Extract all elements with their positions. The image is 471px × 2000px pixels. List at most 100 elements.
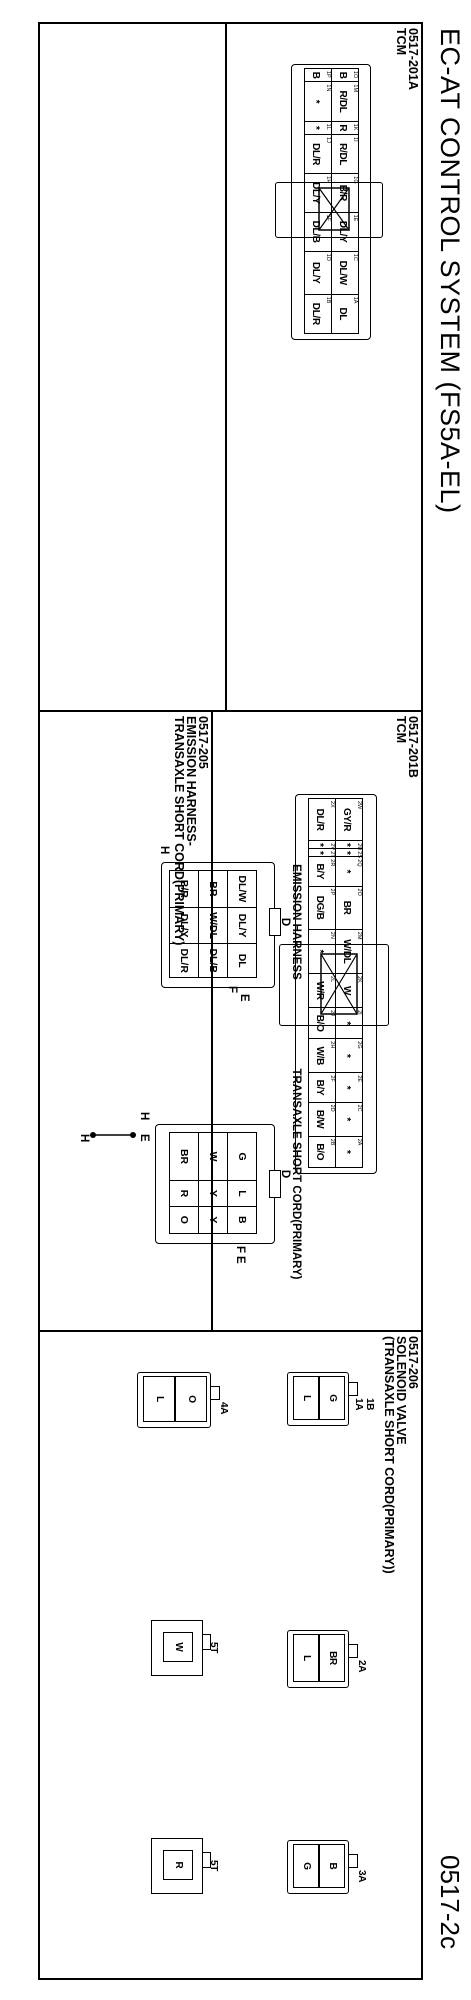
- pin-number: 2B: [329, 1138, 335, 1146]
- tcm-201b-pin-2u: 2U*: [335, 840, 363, 850]
- wire-color: *: [341, 869, 352, 874]
- solenoid-3-pin: 3A: [356, 1870, 367, 1883]
- solenoid-1-pin-a: 1A: [353, 1398, 364, 1411]
- solenoid-2-wire-2: L: [293, 1634, 319, 1682]
- connector-205-name-1: EMISSION HARNESS-: [184, 716, 198, 846]
- wire-color: R: [337, 124, 348, 132]
- solenoid-3-wire-1: B: [319, 1844, 345, 1888]
- pin-number: 2C: [356, 1104, 362, 1112]
- pin-number: 2M: [356, 931, 362, 940]
- wire-color: *: [341, 1021, 352, 1025]
- pin-number: 1D: [325, 253, 331, 261]
- transaxle-cord-wire: B: [227, 1206, 257, 1234]
- pin-number: 1L: [325, 123, 331, 130]
- pin-number: 2D: [329, 1104, 335, 1112]
- wire-color: B/O: [314, 1143, 325, 1161]
- emission-harness-wire: DL/W: [227, 870, 257, 908]
- wire-color: W/B: [314, 1046, 325, 1066]
- transaxle-cord-wire: W: [198, 1132, 228, 1181]
- tcm-201a-pin-1n: 1N*: [304, 81, 332, 122]
- emission-harness-wire: DL/Y: [227, 907, 257, 944]
- tcm-201b-pin-2a: 2A*: [335, 1136, 363, 1168]
- wire-color: B: [337, 71, 348, 79]
- tcm-201a-pin-1d: 1D DL/Y: [304, 251, 332, 295]
- wire-color: B/Y: [314, 1079, 325, 1096]
- connector-206-code: 0517-206: [406, 1336, 420, 1389]
- pin-number: 1N: [325, 84, 331, 92]
- connector-201b-code: 0517-201B: [406, 716, 420, 778]
- solenoid-1-grid: G L: [293, 1376, 345, 1420]
- emission-harness-latch: [269, 908, 281, 936]
- tcm-201b-pin-2d: 2D B/W: [308, 1102, 336, 1137]
- tcm-201b-pin-2s: 2S*: [335, 848, 363, 858]
- tcm-201b-pin-2i: 2I *: [335, 1007, 363, 1039]
- wire-color: *: [341, 1054, 352, 1058]
- pin-number: 2R: [329, 859, 335, 867]
- transaxle-cord-wire: Y: [198, 1180, 228, 1207]
- tcm-201b-pin-2e: 2E*: [335, 1072, 363, 1103]
- wire-color: DL/Y: [310, 261, 321, 284]
- tcm-201b-pin-2c: 2C*: [335, 1102, 363, 1137]
- pin-number: 2P: [329, 888, 335, 896]
- transaxle-cord-wire: Y: [198, 1206, 228, 1234]
- tcm-201b-pin-2n: 2N*: [308, 929, 336, 974]
- divider-3: [225, 22, 227, 712]
- pin-number: 2E: [356, 1075, 362, 1083]
- connector-201a-code: 0517-201A: [406, 28, 420, 90]
- tcm-201a-pin-1k: 1K R: [331, 121, 359, 135]
- pin-number: 1O: [352, 71, 358, 79]
- emission-harness-wire: B/R: [169, 870, 199, 908]
- emission-harness-wire: DL: [227, 943, 257, 978]
- pin-number: 2W: [356, 801, 362, 810]
- pin-number: 2O: [356, 888, 362, 896]
- tcm-201b-pin-2v: 2V*: [308, 840, 336, 850]
- transaxle-mark-h: H: [138, 1112, 150, 1121]
- wire-color: DG/B: [314, 895, 325, 920]
- divider-2: [38, 1330, 423, 1332]
- transaxle-cord-label: TRANSAXLE SHORT CORD(PRIMARY): [290, 1068, 302, 1280]
- transaxle-mark-f: F: [234, 1246, 246, 1254]
- transaxle-cord-wire: R: [169, 1180, 199, 1207]
- wire-color: *: [314, 842, 325, 847]
- connector-201a-latch-icon: [318, 187, 350, 231]
- emission-mark-h: H: [158, 846, 170, 855]
- divider-1: [38, 710, 423, 712]
- pin-number: 1M: [352, 84, 358, 93]
- wire-color: B/W: [314, 1109, 325, 1129]
- pin-number: 2G: [356, 1041, 362, 1049]
- solenoid-6-wire: R: [163, 1850, 193, 1880]
- wire-color: B/R: [337, 184, 348, 202]
- transaxle-cord-wire: O: [169, 1206, 199, 1234]
- pin-number: 1K: [352, 123, 358, 131]
- transaxle-cord-wire: G: [227, 1132, 257, 1181]
- solenoid-4-pin: 4A: [218, 1402, 229, 1415]
- pin-number: 1F: [325, 214, 331, 221]
- tcm-201b-pin-2g: 2G *: [335, 1038, 363, 1073]
- wire-color: *: [314, 949, 325, 954]
- pin-number: 2F: [329, 1075, 335, 1082]
- pin-number: 2I: [356, 1010, 362, 1015]
- pin-number: 2Q: [356, 859, 362, 867]
- emission-harness-wire: W/DL: [198, 907, 228, 944]
- wire-color: BR: [341, 900, 352, 915]
